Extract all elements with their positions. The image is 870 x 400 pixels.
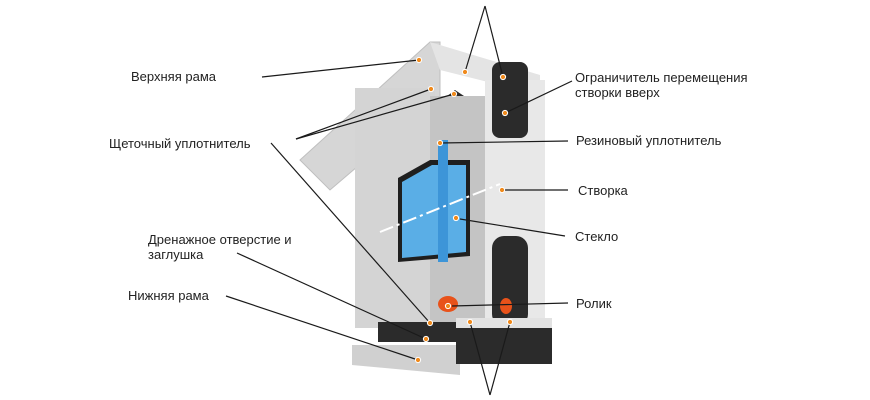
leader-rubber-seal bbox=[439, 140, 569, 144]
label-rubber-seal: Резиновый уплотнитель bbox=[576, 133, 722, 148]
label-drain-hole: Дренажное отверстие и заглушка bbox=[148, 232, 292, 262]
sash-stop-pad bbox=[492, 62, 528, 138]
label-brush-seal: Щеточный уплотнитель bbox=[109, 136, 251, 151]
marker-top-frame bbox=[415, 56, 423, 64]
marker-bottom-frame bbox=[414, 356, 422, 364]
leader-roller bbox=[451, 302, 569, 307]
marker-roller bbox=[444, 302, 452, 310]
marker-top-seal-b bbox=[499, 73, 507, 81]
marker-top-seal-a bbox=[461, 68, 469, 76]
leader-top-frame bbox=[261, 59, 420, 78]
marker-brush-1 bbox=[427, 85, 435, 93]
bottom-frame-dark bbox=[378, 322, 472, 342]
marker-glass bbox=[452, 214, 460, 222]
leader-lines bbox=[225, 5, 573, 396]
leader-top-seal-a bbox=[464, 5, 486, 73]
leader-drain bbox=[236, 252, 427, 340]
leader-brush-seal-2 bbox=[295, 93, 455, 140]
marker-bottom-seal-b bbox=[506, 318, 514, 326]
marker-bottom-seal-a bbox=[466, 318, 474, 326]
bottom-frame-plate bbox=[352, 345, 460, 375]
marker-sash bbox=[498, 186, 506, 194]
leader-top-seal-b bbox=[484, 5, 504, 78]
marker-brush-3 bbox=[426, 319, 434, 327]
sash-lower-pad bbox=[492, 236, 528, 326]
label-roller: Ролик bbox=[576, 296, 612, 311]
label-sash: Створка bbox=[578, 183, 628, 198]
glass-pane bbox=[402, 165, 466, 258]
marker-brush-2 bbox=[450, 90, 458, 98]
leader-brush-seal-3 bbox=[270, 142, 431, 324]
leader-glass bbox=[459, 218, 566, 237]
roller-right bbox=[500, 298, 512, 314]
marker-sash-stop bbox=[501, 109, 509, 117]
glass-spacer bbox=[438, 140, 448, 262]
label-top-frame: Верхняя рама bbox=[131, 69, 216, 84]
leader-bottom-frame bbox=[225, 295, 419, 361]
leader-bottom-seal-a bbox=[469, 321, 491, 396]
glass-axis-line bbox=[379, 183, 501, 233]
leader-bottom-seal-b bbox=[489, 321, 511, 396]
label-bottom-frame: Нижняя рама bbox=[128, 288, 209, 303]
marker-rubber-seal bbox=[436, 139, 444, 147]
leader-brush-seal-1 bbox=[295, 88, 432, 140]
label-glass: Стекло bbox=[575, 229, 619, 244]
label-sash-stop: Ограничитель перемещения створки вверх bbox=[575, 70, 748, 100]
marker-drain bbox=[422, 335, 430, 343]
bottom-track-light bbox=[456, 318, 552, 328]
marker-dots bbox=[414, 56, 514, 364]
leader-sash-stop bbox=[504, 80, 573, 114]
